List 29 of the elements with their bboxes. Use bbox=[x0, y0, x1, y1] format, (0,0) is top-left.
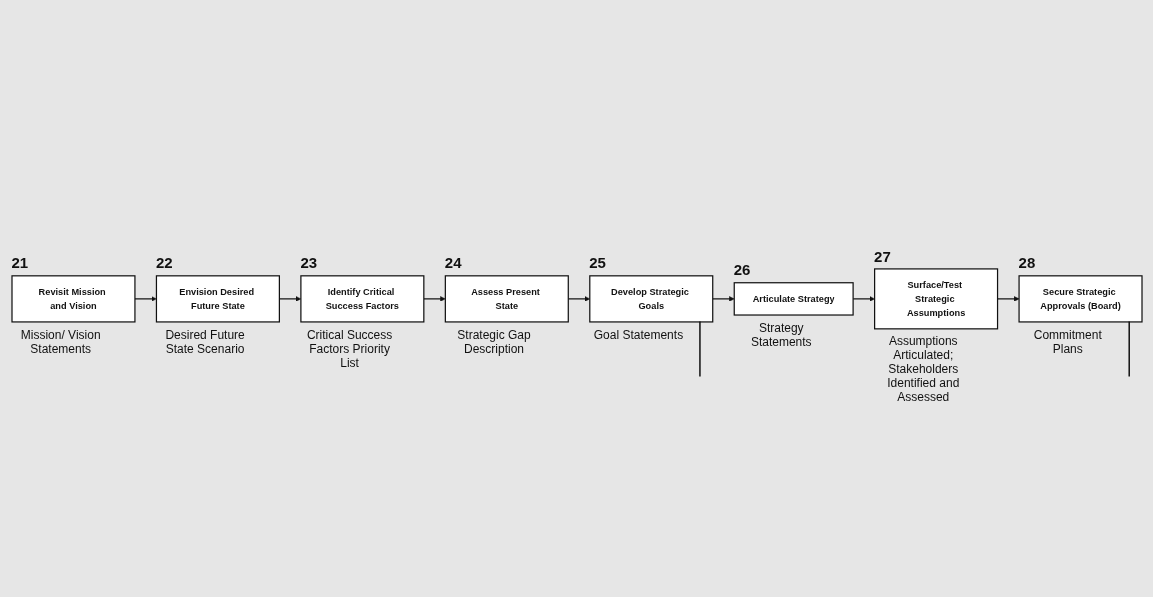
step-number: 27 bbox=[874, 247, 891, 265]
output-label: Commitment Plans bbox=[1032, 327, 1103, 356]
node-box bbox=[155, 274, 280, 323]
step-number: 21 bbox=[11, 254, 29, 272]
node-box bbox=[299, 274, 424, 323]
output-label: Assumptions Articulated; Stakeholders Identified and Assessed bbox=[886, 334, 961, 405]
step-number: 22 bbox=[155, 254, 173, 272]
output-label: Goal Statements bbox=[592, 327, 685, 342]
output-label: Desired Future State Scenario bbox=[164, 327, 246, 356]
step-number: 26 bbox=[733, 261, 751, 279]
step-number: 23 bbox=[300, 254, 318, 272]
output-label: Strategy Statements bbox=[749, 320, 813, 349]
output-label: Critical Success Factors Priority List bbox=[305, 327, 394, 370]
node-box bbox=[733, 281, 854, 316]
node-box bbox=[444, 274, 569, 323]
step-number: 24 bbox=[444, 254, 462, 272]
arrow bbox=[278, 295, 301, 302]
connector-line bbox=[699, 320, 701, 378]
node-box bbox=[10, 274, 136, 323]
arrow bbox=[852, 295, 875, 302]
connector-line bbox=[1128, 320, 1130, 378]
output-label: Mission/ Vision Statements bbox=[19, 327, 102, 356]
arrow bbox=[567, 295, 590, 302]
output-label: Strategic Gap Description bbox=[456, 327, 532, 356]
step-number: 28 bbox=[1018, 254, 1036, 272]
node-box bbox=[1017, 274, 1143, 323]
node-box bbox=[873, 267, 998, 330]
node-box bbox=[588, 274, 713, 323]
step-number: 25 bbox=[589, 254, 606, 272]
